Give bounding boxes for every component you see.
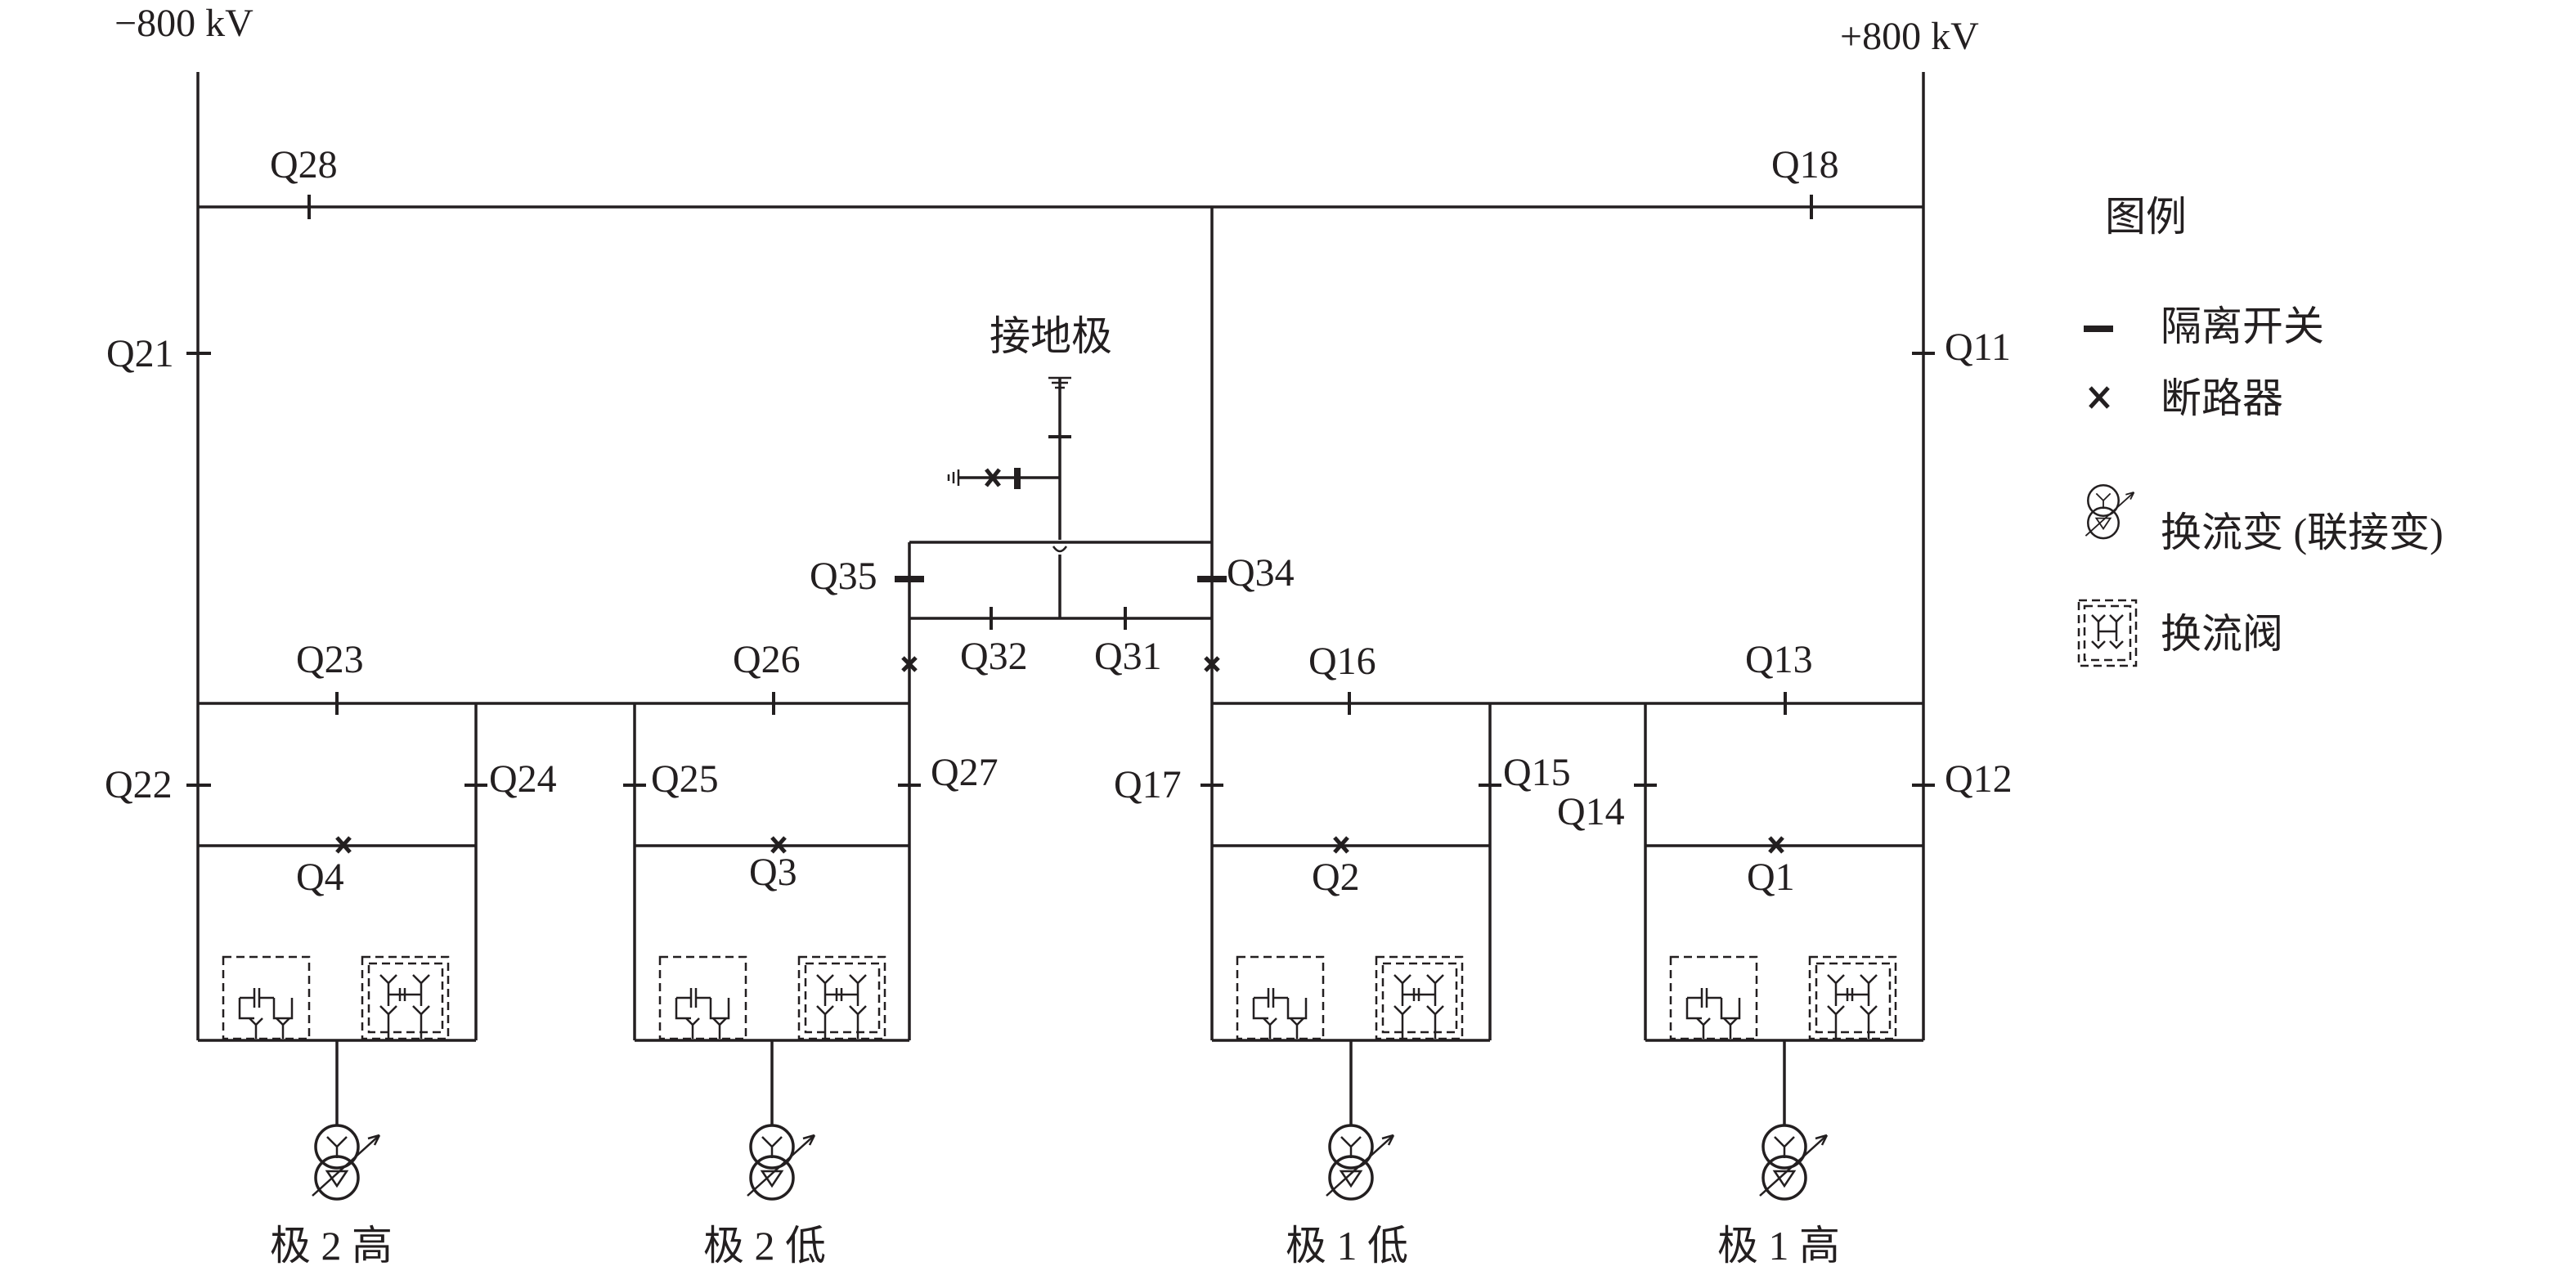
positive-voltage-label: +800 kV [1840,15,1979,58]
breaker-q2[interactable] [1333,836,1349,854]
breaker-pole1-ground[interactable] [1204,656,1220,672]
legend-title: 图例 [2105,194,2187,240]
legend-label-disconnector: 隔离开关 [2161,303,2324,349]
label-q15: Q15 [1503,751,1571,794]
ground-electrode-branch: 接地极 [947,313,1112,618]
pole2-low-unit: Q25 Q27 Q3 极 2 低 [623,703,999,1269]
label-q16: Q16 [1308,640,1376,683]
label-q35: Q35 [810,555,877,598]
label-q26: Q26 [733,638,801,681]
ground-electrode-label: 接地极 [990,313,1112,359]
label-q22: Q22 [105,763,173,806]
pole1-high-label: 极 1 高 [1717,1223,1840,1269]
label-q25: Q25 [651,757,719,801]
ground-branch-breaker[interactable] [985,468,1001,487]
pole2-low-label: 极 2 低 [703,1223,826,1269]
label-q28: Q28 [270,143,338,186]
label-q3: Q3 [749,851,797,894]
transformer-icon [1325,1124,1395,1201]
pole1-high-unit: Q14 Q12 Q1 极 1 高 [1557,703,2013,1269]
label-q14: Q14 [1557,790,1625,833]
negative-voltage-label: −800 kV [114,2,254,45]
label-q24: Q24 [489,757,557,801]
valve-icon [1669,955,1897,1040]
breaker-icon [2089,386,2110,409]
label-q13: Q13 [1745,638,1813,681]
legend: 图例 隔离开关 断路器 换流变 (联接变) 换流阀 [2077,194,2444,667]
label-q34: Q34 [1227,551,1295,595]
pole2-high-unit: Q22 Q24 Q4 极 2 高 [105,703,557,1269]
breaker-pole2-ground[interactable] [901,656,918,672]
transformer-icon [2085,484,2135,540]
breaker-q3[interactable] [770,836,787,854]
dc-poles [196,72,1925,1040]
label-q11: Q11 [1945,326,2011,369]
valve-icon [658,955,886,1040]
label-q27: Q27 [931,751,999,794]
label-q32: Q32 [960,635,1028,678]
pole1-low-label: 极 1 低 [1286,1223,1408,1269]
breaker-q1[interactable] [1768,836,1784,854]
label-q23: Q23 [296,638,364,681]
transformer-icon [746,1124,816,1201]
breaker-q4[interactable] [335,836,352,854]
label-q31: Q31 [1094,635,1162,678]
legend-label-valve: 换流阀 [2161,611,2283,657]
legend-label-breaker: 断路器 [2161,375,2283,421]
label-q21: Q21 [106,332,174,375]
label-q12: Q12 [1945,757,2013,801]
valve-icon [2077,599,2138,667]
pole2-high-label: 极 2 高 [270,1223,393,1269]
valve-icon [1236,955,1464,1040]
label-q17: Q17 [1114,763,1182,806]
label-q2: Q2 [1312,856,1360,899]
valve-icon [222,955,450,1040]
transformer-icon [1758,1124,1829,1201]
pole1-low-unit: Q17 Q15 Q2 极 1 低 [1114,703,1571,1269]
label-q18: Q18 [1771,143,1839,186]
legend-label-transformer: 换流变 (联接变) [2161,510,2444,555]
label-q1: Q1 [1747,856,1795,899]
transformer-icon [311,1124,381,1201]
label-q4: Q4 [296,856,344,899]
